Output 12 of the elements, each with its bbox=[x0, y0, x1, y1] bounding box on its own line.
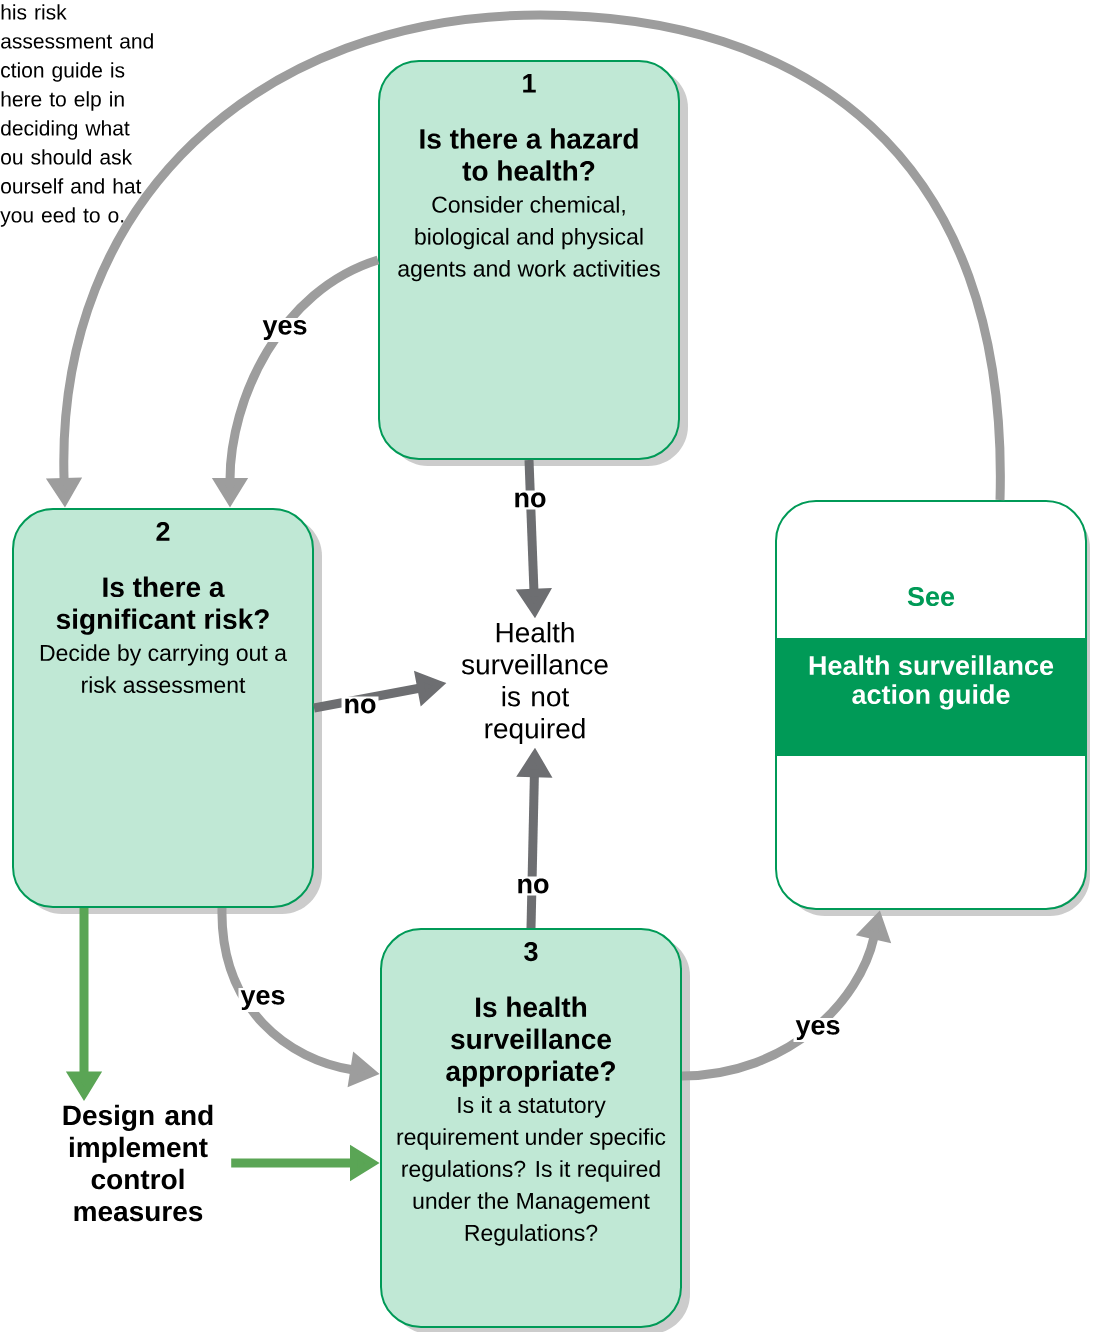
question-box: 2 Is there a significant risk? Decide by carrying out a risk assessment bbox=[12, 508, 322, 914]
edge-label: yes bbox=[260, 317, 310, 343]
edge-label: yes bbox=[793, 1017, 843, 1043]
guide-card: See Health surveillance action guide bbox=[775, 500, 1090, 916]
edge-label: yes bbox=[238, 987, 288, 1013]
result-text: Health surveillance is not required bbox=[461, 621, 608, 745]
question-box: 3 Is health surveillance appropriate? Is it a statutory requirement under specific regulations? Is it required under the Management Regulations? bbox=[380, 928, 690, 1332]
edge-label: no bbox=[514, 876, 552, 896]
edge-label: no bbox=[511, 490, 549, 510]
action-text: Design and implement control measures bbox=[63, 1104, 213, 1222]
note-text: his risk assessment and ction guide is here to elp in deciding what ou should ask ourself and hat you eed to o. bbox=[0, 4, 153, 227]
question-box: 1 Is there a hazard to health? Consider chemical, biological and physical agents and work activities bbox=[378, 60, 688, 466]
